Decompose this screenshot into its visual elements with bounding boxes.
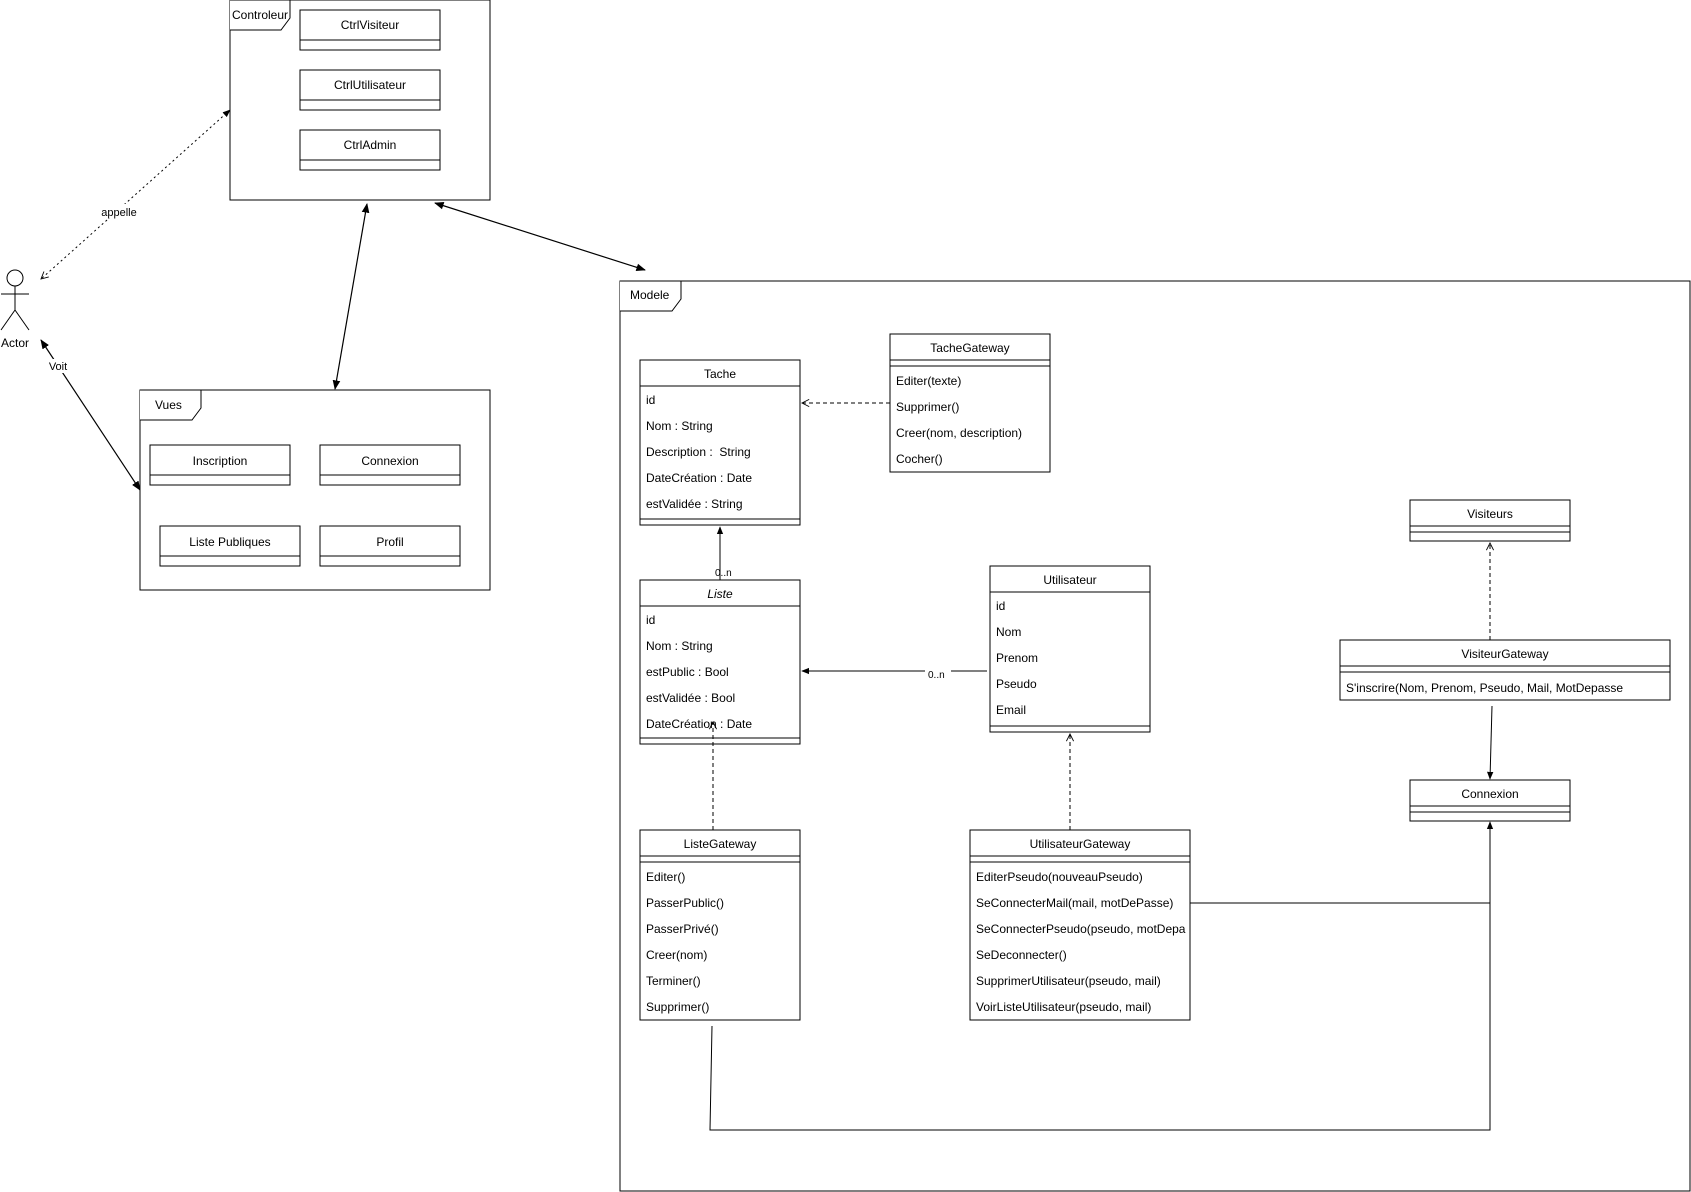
class-visiteurs-name: Visiteurs [1467,507,1513,521]
edge-utilisateur-liste[interactable]: 0..n [801,667,987,681]
class-connexion-name: Connexion [1461,787,1518,801]
edge-listegateway-connexion[interactable] [709,821,1494,1131]
class-ctrl-visiteur-name: CtrlVisiteur [341,18,399,32]
edge-actor-controleur[interactable]: appelle [41,110,230,279]
actor-icon [6,269,24,287]
class-tache-gateway[interactable]: TacheGateway Editer(texte) Supprimer() C… [889,333,1051,473]
tache-attr: estValidée : String [646,497,743,511]
class-liste-gateway[interactable]: ListeGateway Editer() PasserPublic() Pas… [639,829,801,1021]
liste-attr: id [646,613,655,627]
edge-actor-vues[interactable]: Voit [40,339,141,491]
edge-liste-tache[interactable]: 0..n [715,526,732,580]
class-visiteurs[interactable]: Visiteurs [1409,499,1571,542]
utilisateur-attr: Pseudo [996,677,1037,691]
utilisateur-gateway-method: VoirListeUtilisateur(pseudo, mail) [976,1000,1151,1014]
liste-attr: estPublic : Bool [646,665,729,679]
class-ctrl-visiteur[interactable]: CtrlVisiteur [299,9,441,51]
tache-attr: Description : String [646,445,751,459]
utilisateur-gateway-method: SupprimerUtilisateur(pseudo, mail) [976,974,1161,988]
class-inscription[interactable]: Inscription [149,444,291,486]
liste-gateway-method: PasserPublic() [646,896,724,910]
class-liste-gateway-name: ListeGateway [684,837,757,851]
actor-label: Actor [1,336,29,350]
edge-visiteurgateway-connexion[interactable] [1486,705,1494,780]
class-ctrl-admin[interactable]: CtrlAdmin [299,129,441,171]
liste-gateway-method: Editer() [646,870,685,884]
class-tache-name: Tache [704,367,736,381]
utilisateur-gateway-method: SeConnecterPseudo(pseudo, motDepa [976,922,1186,936]
liste-gateway-method: Supprimer() [646,1000,709,1014]
tache-attr: Nom : String [646,419,713,433]
class-visiteur-gateway[interactable]: VisiteurGateway S'inscrire(Nom, Prenom, … [1339,639,1671,701]
class-connexion-vue-name: Connexion [361,454,418,468]
utilisateur-attr: id [996,599,1005,613]
edge-utilisateur-liste-mult: 0..n [928,670,945,681]
class-ctrl-utilisateur-name: CtrlUtilisateur [334,78,406,92]
class-liste-publiques[interactable]: Liste Publiques [159,525,301,567]
liste-gateway-method: Terminer() [646,974,701,988]
utilisateur-attr: Email [996,703,1026,717]
controleur-frame-title: Controleur [232,8,288,22]
class-utilisateur-gateway-name: UtilisateurGateway [1030,837,1131,851]
class-liste-name: Liste [707,587,733,601]
class-profil-name: Profil [376,535,403,549]
edge-voit-label: Voit [49,361,67,373]
liste-attr: Nom : String [646,639,713,653]
class-inscription-name: Inscription [193,454,248,468]
edge-controleur-modele[interactable] [434,201,646,272]
liste-gateway-method: Creer(nom) [646,948,707,962]
tache-gateway-method: Editer(texte) [896,374,961,388]
vues-frame-title: Vues [155,398,182,412]
class-ctrl-admin-name: CtrlAdmin [344,138,397,152]
utilisateur-attr: Prenom [996,651,1038,665]
liste-gateway-method: PasserPrivé() [646,922,719,936]
class-liste-publiques-name: Liste Publiques [189,535,270,549]
class-connexion[interactable]: Connexion [1409,779,1571,822]
tache-gateway-method: Cocher() [896,452,943,466]
utilisateur-gateway-method: EditerPseudo(nouveauPseudo) [976,870,1143,884]
utilisateur-gateway-method: SeDeconnecter() [976,948,1067,962]
actor[interactable]: Actor [0,269,30,350]
tache-gateway-method: Creer(nom, description) [896,426,1022,440]
class-liste[interactable]: Liste id Nom : String estPublic : Bool e… [639,579,801,745]
tache-gateway-method: Supprimer() [896,400,959,414]
utilisateur-attr: Nom [996,625,1021,639]
class-utilisateur-name: Utilisateur [1043,573,1096,587]
edge-controleur-vues[interactable] [332,203,370,390]
edge-appelle-label: appelle [101,207,136,219]
tache-attr: DateCréation : Date [646,471,752,485]
class-connexion-vue[interactable]: Connexion [319,444,461,486]
class-utilisateur-gateway[interactable]: UtilisateurGateway EditerPseudo(nouveauP… [969,829,1191,1021]
class-tache-gateway-name: TacheGateway [930,341,1009,355]
liste-attr: DateCréation : Date [646,717,752,731]
class-profil[interactable]: Profil [319,525,461,567]
class-utilisateur[interactable]: Utilisateur id Nom Prenom Pseudo Email [989,565,1151,733]
modele-frame-title: Modele [630,288,670,302]
visiteur-gateway-method: S'inscrire(Nom, Prenom, Pseudo, Mail, Mo… [1346,681,1623,695]
liste-attr: estValidée : Bool [646,691,735,705]
utilisateur-gateway-method: SeConnecterMail(mail, motDePasse) [976,896,1173,910]
class-visiteur-gateway-name: VisiteurGateway [1461,647,1548,661]
tache-attr: id [646,393,655,407]
class-tache[interactable]: Tache id Nom : String Description : Stri… [639,359,801,526]
edge-liste-tache-mult: 0..n [715,568,732,579]
class-ctrl-utilisateur[interactable]: CtrlUtilisateur [299,69,441,111]
